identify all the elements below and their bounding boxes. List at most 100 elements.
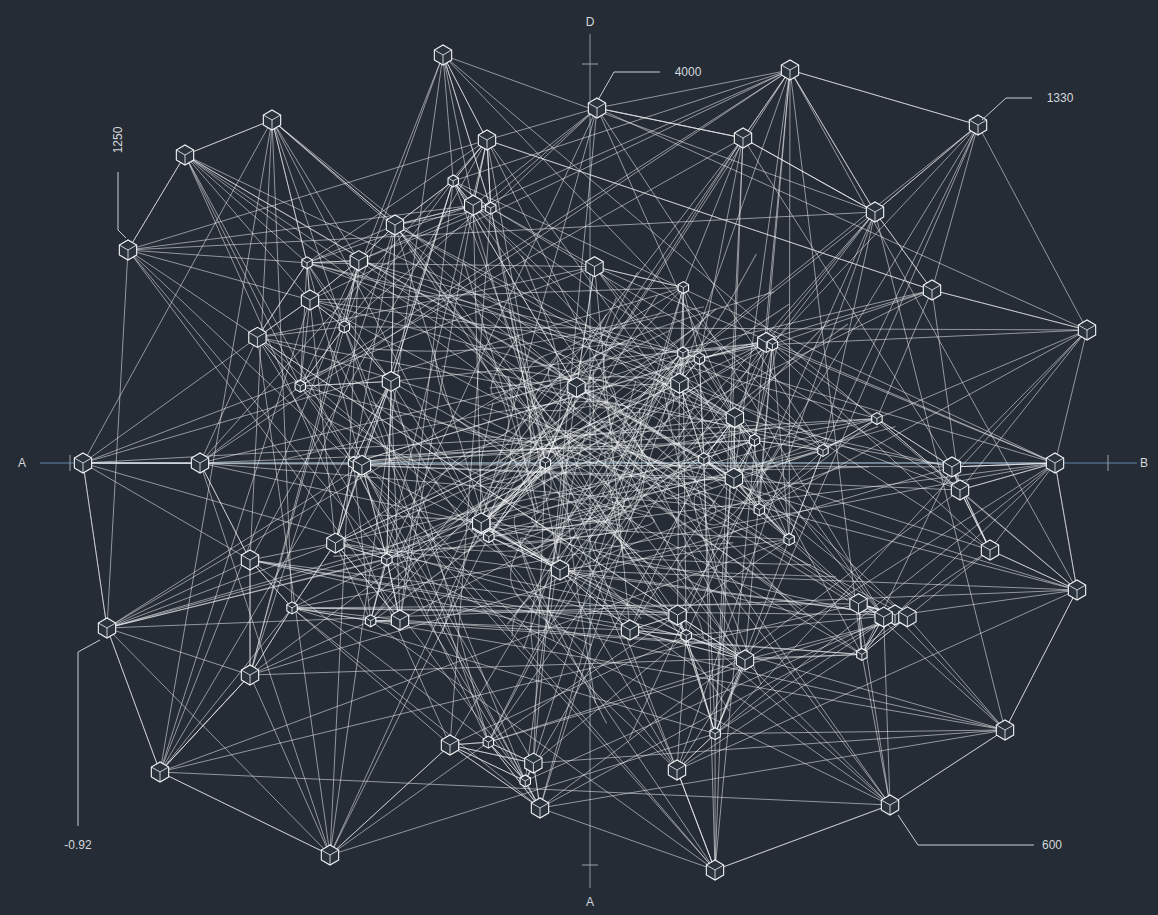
wire-line [875,212,932,290]
cube-edges [241,555,258,570]
cube-outline [465,195,482,215]
cube-outline [668,760,685,780]
wire-line [335,387,576,543]
cube-node [295,380,305,392]
cube-edges [473,518,490,533]
wire-line [335,463,353,543]
curved-wire [354,249,508,438]
wire-line [128,155,185,250]
curved-wire [510,309,716,461]
wire-line [335,465,362,543]
dimension-label: 600 [1039,837,1065,853]
cube-edges [726,413,743,428]
cube-edges [263,115,280,130]
wire-line [743,138,875,212]
wire-line [895,463,1055,615]
cube-node [302,257,312,269]
cube-edges [668,765,685,780]
cube-outline [353,455,370,475]
cube-node [943,457,960,477]
cube-node [465,195,482,215]
cube-edges [857,651,867,660]
cube-edges [754,507,764,516]
cube-edges [176,150,193,165]
cube-edges [568,382,585,397]
cube-outline [350,251,367,271]
curved-wire [401,441,848,601]
curved-wire [524,497,654,544]
cube-outline [484,531,494,543]
wire-line [185,155,525,781]
wire-line [488,660,745,742]
cube-node [668,760,685,780]
cube-node [119,240,136,260]
wire-line [450,745,525,781]
cube-outline [151,762,168,782]
cube-outline [996,720,1013,740]
wire-line [533,636,686,764]
wire-line [473,205,789,539]
leader-lines [78,72,1034,845]
wire-line [678,615,716,734]
cube-edges [875,612,892,627]
cube-node [540,457,550,469]
axis-tick [70,455,71,471]
cube-edges [353,460,370,475]
cube-node [434,45,451,65]
cube-outline [875,607,892,627]
cube-node [734,128,751,148]
wire-line [250,140,487,560]
cube-edges [301,295,318,310]
cube-outline [382,371,399,391]
wire-line [790,70,875,212]
cube-node [287,602,297,614]
cube-node [881,795,898,815]
cube-node [586,257,603,277]
curved-wire [452,415,704,638]
wire-line [185,155,862,654]
curved-wire [629,346,777,739]
cube-node [382,554,392,566]
curved-wire [664,426,878,498]
curved-wire [588,298,789,408]
cube-node [866,202,883,222]
cube-outline [899,607,916,627]
cube-outline [478,130,495,150]
cube-edges [327,538,344,553]
cube-edges [784,536,794,545]
wire-line [200,337,257,463]
cube-outline [386,215,403,235]
curved-wire [566,452,639,703]
wire-line [395,225,489,537]
cube-edges [818,447,828,456]
cube-edges [951,485,968,500]
cube-edges [749,437,759,446]
wire-line [677,636,686,770]
wire-line [257,263,307,338]
cube-outline [681,630,691,642]
wire-line [576,387,890,805]
cube-outline [301,290,318,310]
cube-outline [767,339,777,351]
wire-line [160,675,250,772]
wire-line [895,615,1005,730]
wire-line [766,212,875,342]
wire-line [699,359,703,459]
curved-wire [330,346,484,552]
cube-edges [249,332,266,347]
wire-line [443,55,487,140]
cube-edges [434,50,451,65]
cube-outline [339,321,349,333]
wire-line [450,745,533,763]
cube-node [551,560,568,580]
cube-outline [98,618,115,638]
cube-edges [1046,458,1063,473]
cube-outline [441,735,458,755]
cube-edges [302,260,312,269]
cube-outline [119,240,136,260]
cube-node [568,377,585,397]
cube-node [923,280,940,300]
axis-label: B [1137,455,1151,471]
cube-outline [176,145,193,165]
